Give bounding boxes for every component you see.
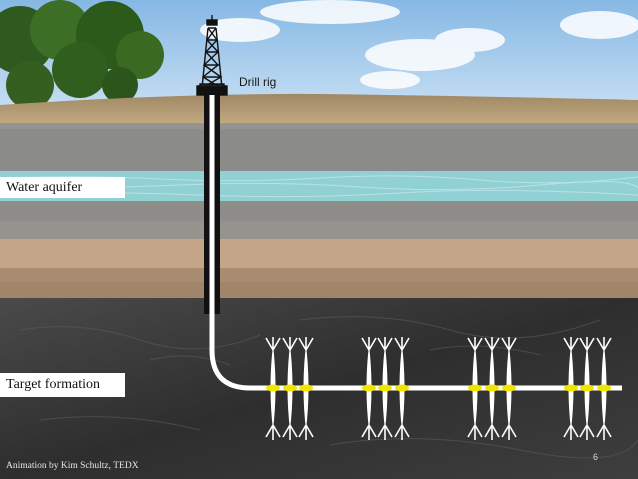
- fracture: [394, 337, 410, 440]
- fracture: [501, 337, 517, 440]
- fracture: [596, 337, 612, 440]
- animation-credit: Animation by Kim Schultz, TEDX: [6, 461, 139, 471]
- fracture: [377, 337, 393, 440]
- fracture: [265, 337, 281, 440]
- fracture: [579, 337, 595, 440]
- perforation-marker: [283, 384, 297, 392]
- perforation-marker: [564, 384, 578, 392]
- wellbore: [204, 95, 622, 391]
- hill: [0, 93, 638, 125]
- perforation-marker: [362, 384, 376, 392]
- drill-rig: [196, 15, 228, 96]
- tree: [0, 0, 164, 125]
- tan-sandstone-layer: [0, 239, 638, 268]
- perforation-marker: [266, 384, 280, 392]
- clouds: [200, 0, 638, 89]
- fracture: [563, 337, 579, 440]
- fracture: [282, 337, 298, 440]
- fracture: [361, 337, 377, 440]
- perforation-marker: [299, 384, 313, 392]
- fracture-clusters: [265, 337, 612, 440]
- target-formation-label: Target formation: [0, 373, 125, 397]
- perforation-marker: [468, 384, 482, 392]
- perforation-marker: [395, 384, 409, 392]
- perforation-marker: [485, 384, 499, 392]
- fracture: [467, 337, 483, 440]
- perforation-marker: [597, 384, 611, 392]
- perforation-marker: [502, 384, 516, 392]
- fracture: [298, 337, 314, 440]
- perforation-marker: [378, 384, 392, 392]
- fracture: [484, 337, 500, 440]
- perforation-marker: [580, 384, 594, 392]
- gray-rock-layer: [0, 123, 638, 171]
- shale-texture: [19, 316, 638, 459]
- water-aquifer-label: Water aquifer: [0, 177, 125, 198]
- slide-number: 6: [593, 452, 599, 462]
- drill-rig-label: Drill rig: [239, 75, 277, 89]
